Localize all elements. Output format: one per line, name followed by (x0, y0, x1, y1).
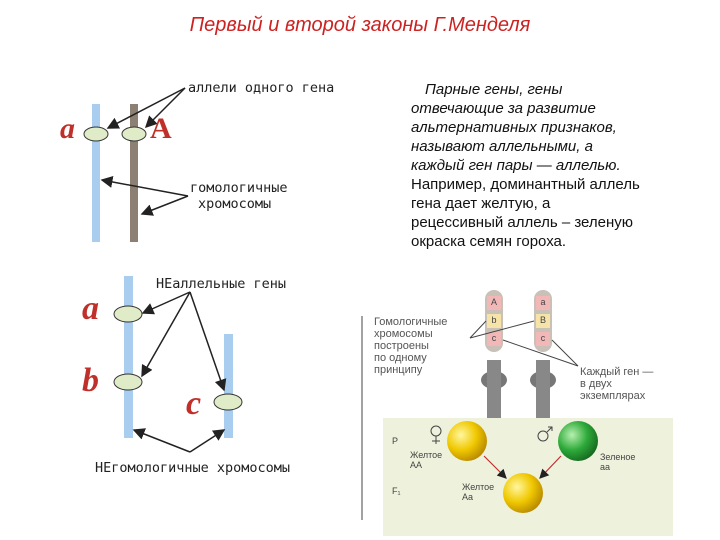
label-line: AA (410, 460, 423, 470)
gene-label: a (540, 297, 546, 307)
gene-a-letter: a (60, 112, 75, 145)
chromosome-2b (224, 334, 233, 438)
label-line: Желтое (410, 450, 443, 460)
caption-right: Каждый ген — в двух экземплярах (580, 366, 653, 402)
gene-label: c (540, 333, 546, 343)
yellow-hybrid-label: Желтое Aa (462, 482, 494, 502)
green-pea-parent (558, 421, 598, 461)
nonallelic-label: НЕаллельные гены (156, 276, 287, 292)
gene-c-ellipse (213, 393, 243, 411)
caption-right-line: экземплярах (580, 390, 646, 402)
female-symbol-icon (430, 425, 442, 444)
label-line: Зеленое (600, 452, 636, 462)
gene-b-ellipse (113, 373, 143, 391)
chromosome-1b (130, 104, 138, 242)
f1-label: F₁ (392, 486, 401, 496)
gene-label: A (490, 297, 497, 307)
chromosome-1a (92, 104, 100, 242)
gene-a-ellipse (83, 126, 109, 142)
pea-chromosome-2-lower (536, 360, 550, 418)
gene-label: b (491, 315, 497, 325)
desc-line: называют аллельными, а (411, 138, 593, 155)
caption-left-line: по одному (374, 352, 427, 364)
label-line: aa (600, 462, 611, 472)
gene-b-letter: b (82, 362, 99, 399)
desc-line: рецессивный аллель – зеленую (411, 214, 634, 231)
yellow-aa-label: Желтое AA (410, 450, 442, 470)
caption-left-line: принципу (374, 364, 423, 376)
desc-line: каждый ген пары — аллелью. (411, 157, 621, 174)
page-title: Первый и второй законы Г.Менделя (189, 14, 531, 36)
caption-left-line: хромосомы (374, 328, 433, 340)
male-symbol-icon (537, 426, 553, 442)
homologous-label-2: хромосомы (198, 196, 272, 212)
gene-label: B (539, 315, 546, 325)
description: Парные гены, гены отвечающие за развитие… (411, 80, 711, 251)
desc-line: Парные гены, гены (425, 81, 563, 98)
gene-A-letter: A (150, 112, 172, 145)
pea-chromosome-1-lower (487, 360, 501, 418)
desc-line: Например, доминантный аллель (411, 176, 640, 193)
desc-line: окраска семян гороха. (411, 233, 567, 250)
label-line: Желтое (462, 482, 495, 492)
desc-line: гена дает желтую, а (411, 195, 551, 212)
yellow-pea-parent (447, 421, 487, 461)
gene-label: c (491, 333, 497, 343)
homologous-label-1: гомологичные (190, 180, 288, 196)
chromosome-2a (124, 276, 133, 438)
caption-left: Гомологичные хромосомы построены по одно… (374, 316, 447, 376)
desc-line: отвечающие за развитие (411, 100, 596, 117)
label-line: Aa (462, 492, 474, 502)
desc-line: альтернативных признаков, (411, 119, 617, 136)
yellow-pea-hybrid (503, 473, 543, 513)
allele-label: аллели одного гена (188, 80, 335, 96)
caption-right-line: в двух (580, 378, 612, 390)
caption-left-line: Гомологичные (374, 316, 448, 328)
p-label: P (392, 436, 399, 446)
gene-a2-letter: a (82, 290, 99, 327)
green-aa-label: Зеленое aa (600, 452, 635, 472)
gene-A-ellipse (121, 126, 147, 142)
nonhomologous-label: НЕгомологичные хромосомы (95, 460, 291, 476)
caption-left-line: построены (374, 340, 429, 352)
caption-right-line: Каждый ген — (580, 366, 654, 378)
gene-a2-ellipse (113, 305, 143, 323)
gene-c-letter: c (186, 385, 202, 422)
